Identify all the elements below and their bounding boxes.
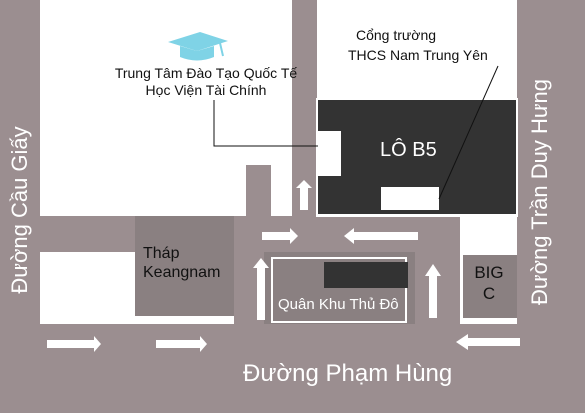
arrow-right-inner: [262, 228, 298, 244]
training-center-marker: [318, 131, 341, 176]
arrow-right-2: [156, 336, 207, 352]
road-inner-right: [415, 216, 460, 324]
road-stub: [246, 165, 271, 220]
arrow-up-right: [425, 264, 441, 318]
school-gate-label: Cổng trường THCS Nam Trung Yên: [348, 28, 508, 62]
keangnam-line2: Keangnam: [143, 264, 221, 281]
arrow-right-1: [47, 336, 101, 352]
road-label-tran-duy-hung: Đường Trần Duy Hưng: [527, 78, 552, 306]
quan-khu-dark-rect: [324, 262, 408, 288]
arrow-up-left: [253, 258, 269, 320]
school-gate-line2: THCS Nam Trung Yên: [348, 47, 488, 63]
bigc-line1: BIG: [474, 263, 504, 282]
school-gate-line1: Cổng trường: [356, 27, 437, 43]
lot-b5-label: LÔ B5: [380, 139, 437, 161]
school-gate-leader: [438, 65, 499, 200]
arrow-left-inner: [344, 228, 418, 244]
arrow-left-bottom: [456, 334, 520, 350]
graduation-cap-icon: [168, 32, 228, 61]
bigc-label: BIG C: [464, 264, 514, 302]
school-gate-marker: [381, 187, 439, 210]
bigc-block: [463, 255, 517, 318]
keangnam-block: [135, 216, 234, 316]
training-center-leader: [213, 100, 318, 147]
keangnam-line1: Tháp: [143, 245, 180, 262]
training-center-line2: Học Viện Tài Chính: [145, 82, 267, 98]
arrow-up-north: [296, 180, 312, 210]
road-label-cau-giay: Đường Cầu Giấy: [7, 126, 32, 294]
quan-khu-label: Quân Khu Thủ Đô: [278, 296, 399, 313]
training-center-label: Trung Tâm Đào Tạo Quốc Tế Học Viện Tài C…: [92, 66, 320, 97]
lot-b5-outline: [316, 98, 518, 217]
quan-khu-outline: [271, 257, 407, 323]
keangnam-label: Tháp Keangnam: [143, 246, 220, 281]
training-center-line1: Trung Tâm Đào Tạo Quốc Tế: [114, 65, 298, 81]
road-label-pham-hung: Đường Phạm Hùng: [243, 360, 453, 387]
bigc-line2: C: [482, 284, 496, 303]
